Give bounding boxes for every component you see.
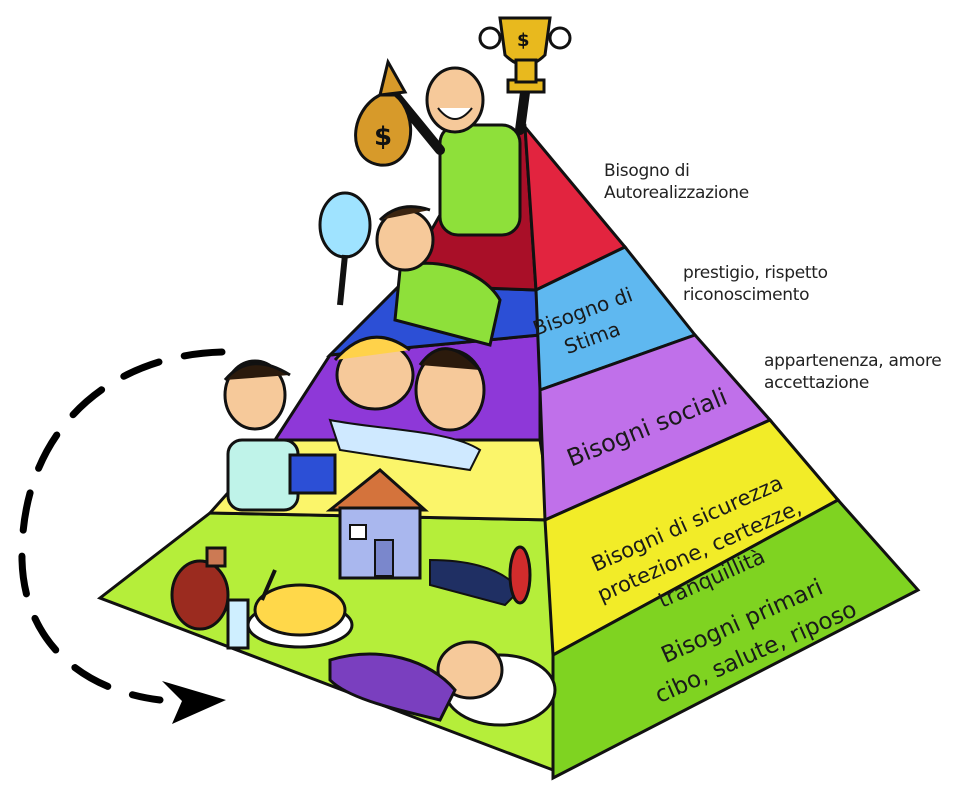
side-label-sociali-line1: appartenenza, amore [764, 351, 942, 371]
level-primari-right [551, 498, 921, 781]
person-mirror-icon [318, 191, 502, 347]
house-icon [325, 468, 532, 607]
side-label-stima-line2: riconoscimento [683, 285, 810, 305]
side-label-autorealizzazione-line1: Bisogno di [604, 161, 690, 181]
food-icon [170, 546, 354, 650]
side-label-sociali-line2: accettazione [764, 373, 869, 393]
trophy-symbol: $ [517, 30, 530, 51]
sleeping-man-icon [328, 640, 557, 727]
side-label-autorealizzazione: Bisogno di Autorealizzazione [604, 160, 749, 204]
side-label-sociali: appartenenza, amore accettazione [764, 350, 942, 394]
cycle-arrow-icon [18, 348, 226, 724]
side-label-stima-line1: prestigio, rispetto [683, 263, 828, 283]
money-bag-symbol: $ [374, 122, 392, 152]
money-bag-icon: $ [354, 57, 412, 167]
trophy-icon: $ [478, 16, 572, 94]
pyramid-right-faces [523, 122, 921, 781]
reading-man-icon [223, 359, 337, 512]
couple-icon [328, 335, 486, 472]
characters-illustration: $ $ [170, 16, 572, 727]
side-label-stima: prestigio, rispetto riconoscimento [683, 262, 828, 306]
person-top-icon [390, 65, 533, 237]
side-label-autorealizzazione-line2: Autorealizzazione [604, 183, 749, 203]
